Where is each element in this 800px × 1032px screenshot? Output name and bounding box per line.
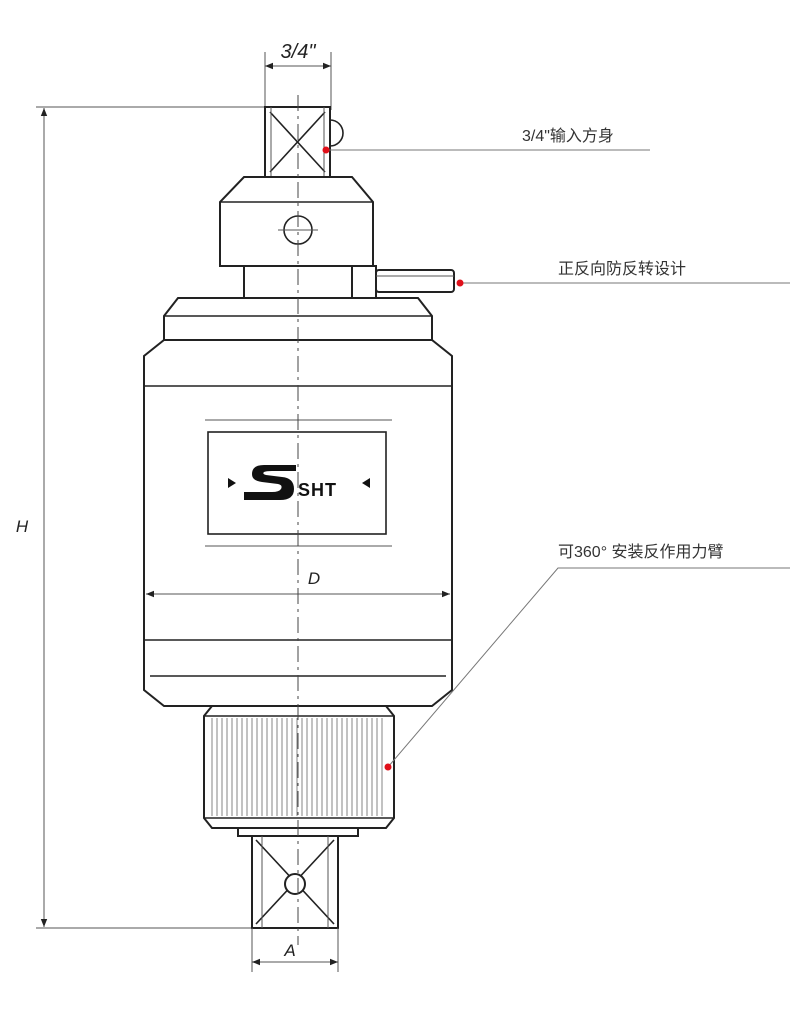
callout-reverse-text: 正反向防反转设计: [558, 260, 686, 278]
top-housing: [219, 176, 374, 267]
output-size-dimension: A: [251, 928, 339, 972]
sht-logo: SHT: [228, 465, 370, 500]
logo-s-mark-icon: [244, 465, 296, 500]
output-size-label: A: [283, 941, 295, 960]
logo-right-arrow-icon: [362, 478, 370, 488]
callout-input-dot: [322, 146, 330, 154]
neck: [243, 265, 355, 299]
output-square-drive: [251, 835, 339, 929]
callout-reverse: 正反向防反转设计: [456, 260, 790, 287]
callout-reverse-dot: [456, 279, 464, 287]
input-size-label: 3/4": [281, 41, 317, 63]
logo-left-arrow-icon: [228, 478, 236, 488]
reverse-lock-pin: [351, 265, 455, 299]
input-size-dimension: 3/4": [264, 41, 332, 110]
height-dimension: H: [16, 106, 265, 929]
knurled-reaction-ring: [203, 705, 395, 829]
callout-arm-dot: [384, 763, 392, 771]
input-square-drive: [264, 106, 344, 178]
callout-arm: 可360° 安装反作用力臂: [384, 543, 790, 771]
diameter-label: D: [308, 569, 320, 588]
logo-text: SHT: [298, 480, 337, 500]
callout-arm-text: 可360° 安装反作用力臂: [558, 543, 724, 561]
callout-input: 3/4"输入方身: [322, 127, 650, 154]
callout-input-text: 3/4"输入方身: [522, 127, 614, 145]
knurl-lines: [211, 718, 383, 816]
height-label: H: [16, 517, 29, 536]
